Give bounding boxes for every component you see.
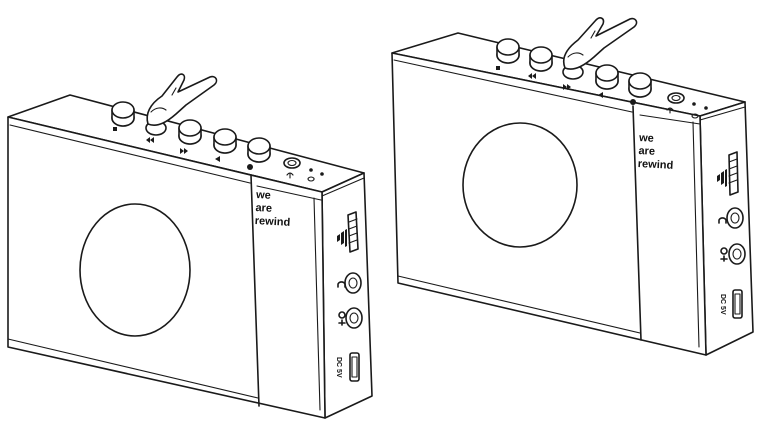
dc-port[interactable]: DC 5V	[719, 289, 743, 319]
side-face	[321, 172, 373, 419]
stop-icon	[496, 66, 500, 70]
mic-port[interactable]	[720, 243, 746, 265]
knob-play[interactable]	[213, 128, 237, 162]
volume-icon	[337, 229, 347, 247]
knob-play[interactable]	[595, 64, 619, 98]
knob-rewind[interactable]	[528, 46, 553, 79]
front-panel-divider	[250, 174, 260, 407]
brand-line-3: rewind	[637, 158, 673, 172]
cassette-window	[79, 203, 191, 337]
brand-line-2: are	[638, 145, 655, 158]
rewind-icon	[528, 73, 536, 79]
dc-label: DC 5V	[335, 357, 342, 378]
play-icon	[215, 156, 220, 162]
headphone-port[interactable]	[718, 207, 744, 229]
mic-jack-top	[666, 92, 708, 119]
volume-wheel[interactable]	[337, 211, 359, 253]
rewind-icon	[146, 137, 154, 143]
record-icon	[630, 99, 636, 105]
cassette-player-left: we are rewind	[7, 73, 373, 419]
fast-forward-icon	[563, 84, 571, 90]
headphone-port[interactable]	[337, 272, 362, 294]
cassette-window	[462, 122, 578, 248]
volume-icon	[717, 169, 727, 187]
knob-fast-forward[interactable]	[178, 119, 202, 154]
knob-stop[interactable]	[111, 101, 135, 131]
cassette-player-right: we are rewind	[391, 17, 754, 356]
play-icon	[598, 92, 603, 98]
brand-line-1: we	[255, 189, 271, 202]
front-face	[391, 52, 707, 356]
mic-port[interactable]	[338, 307, 363, 329]
brand-line-3: rewind	[254, 215, 290, 229]
fast-forward-icon	[180, 148, 188, 154]
mic-jack-top	[283, 157, 324, 182]
brand-logo: we are rewind	[254, 189, 290, 229]
front-panel-divider	[632, 105, 642, 341]
brand-logo: we are rewind	[637, 132, 673, 172]
microphone-icon	[338, 311, 346, 326]
brand-line-2: are	[255, 202, 272, 215]
microphone-icon	[286, 172, 294, 179]
record-icon	[247, 164, 253, 170]
headphone-icon	[718, 217, 727, 224]
front-face	[7, 116, 326, 419]
side-face	[699, 101, 754, 356]
knob-record[interactable]	[628, 72, 652, 105]
microphone-icon	[720, 247, 728, 262]
dc-port[interactable]: DC 5V	[335, 352, 360, 382]
dc-label: DC 5V	[719, 294, 726, 315]
headphone-icon	[337, 281, 346, 288]
volume-wheel[interactable]	[717, 151, 739, 196]
knob-record[interactable]	[247, 137, 271, 170]
knob-stop[interactable]	[496, 38, 520, 70]
brand-line-1: we	[638, 132, 654, 145]
microphone-icon	[666, 107, 674, 114]
finger-right	[562, 17, 638, 70]
finger-left	[146, 73, 218, 126]
stop-icon	[113, 127, 117, 131]
